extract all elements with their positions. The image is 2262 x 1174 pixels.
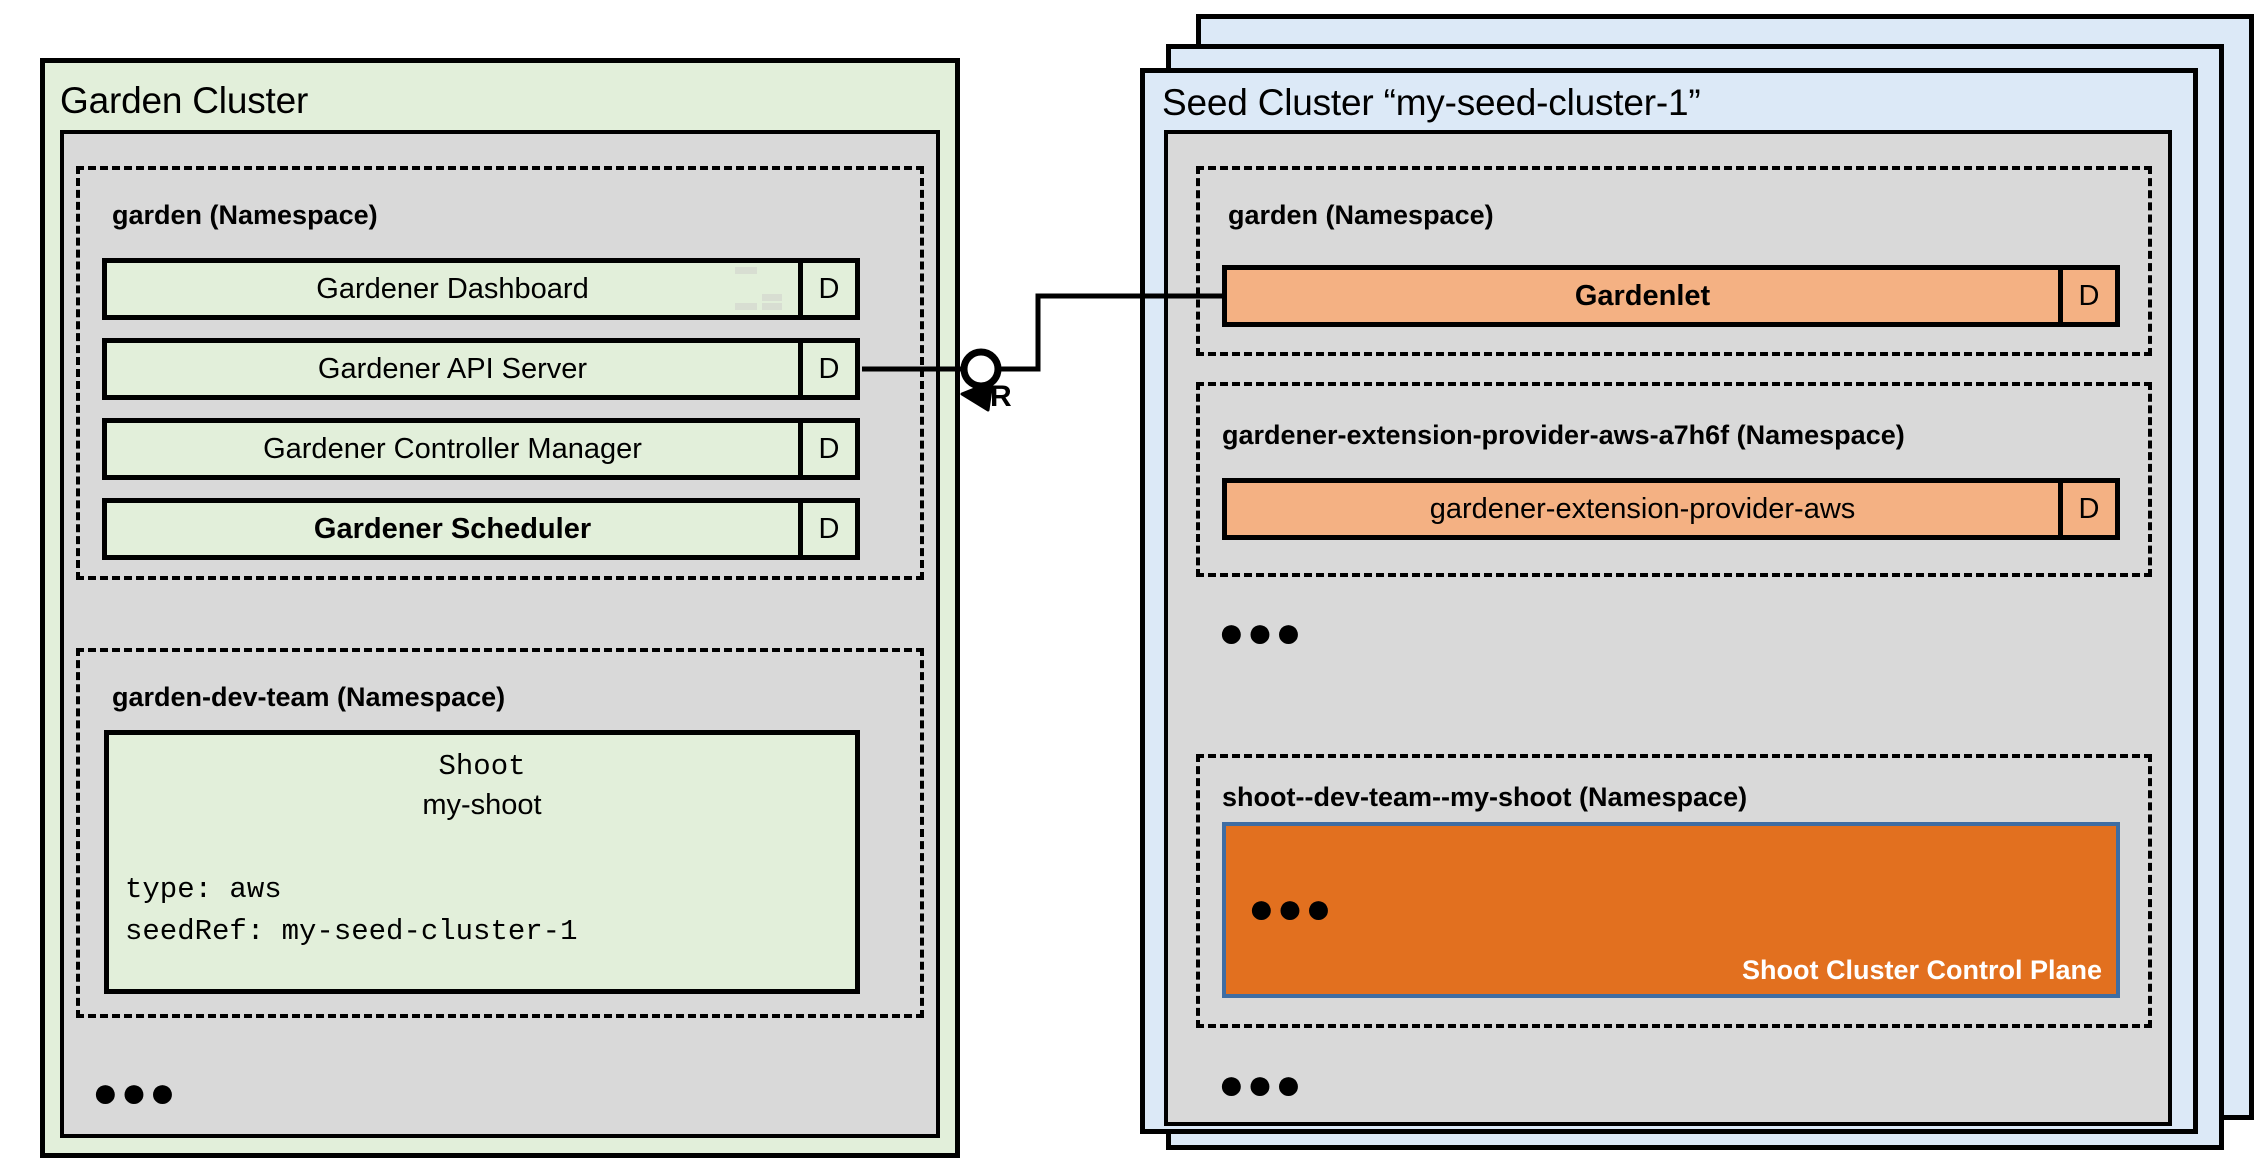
component-kind-badge: D — [798, 423, 855, 475]
seed-cluster-more-indicator-bottom: ●●● — [1218, 1060, 1304, 1109]
component-kind-badge: D — [2058, 270, 2115, 322]
garden-dev-team-namespace-label: garden-dev-team (Namespace) — [112, 682, 506, 712]
shoot-cluster-control-plane-box[interactable]: ●●● Shoot Cluster Control Plane — [1222, 822, 2120, 998]
seed-garden-namespace-label: garden (Namespace) — [1228, 200, 1494, 230]
component-label: Gardener API Server — [317, 352, 588, 385]
component-kind-badge: D — [798, 503, 855, 555]
garden-cluster-more-indicator: ●●● — [92, 1068, 178, 1117]
dashboard-artifact-mark-3 — [735, 303, 757, 310]
control-plane-more-indicator: ●●● — [1248, 884, 1334, 933]
shoot-name-label: my-shoot — [422, 789, 542, 822]
extension-provider-namespace-label: gardener-extension-provider-aws-a7h6f (N… — [1222, 420, 1905, 450]
shoot-namespace-label: shoot--dev-team--my-shoot (Namespace) — [1222, 782, 1748, 812]
component-label: Gardenlet — [1574, 279, 1711, 312]
dashboard-artifact-mark-2 — [762, 294, 782, 301]
seed-cluster-title: Seed Cluster “my-seed-cluster-1” — [1162, 82, 1701, 123]
seed-cluster-more-indicator-middle: ●●● — [1218, 608, 1304, 657]
garden-namespace-label: garden (Namespace) — [112, 200, 378, 230]
component-label: Gardener Dashboard — [316, 272, 589, 305]
control-plane-label: Shoot Cluster Control Plane — [1741, 955, 2102, 985]
component-label: Gardener Controller Manager — [263, 432, 642, 465]
garden-cluster-title: Garden Cluster — [60, 80, 309, 121]
component-gardener-api-server[interactable]: Gardener API Server D — [102, 338, 860, 400]
shoot-resource-box[interactable]: Shoot my-shoot type: aws seedRef: my-see… — [104, 730, 860, 994]
component-kind-badge: D — [798, 343, 855, 395]
seed-garden-namespace-box — [1196, 166, 2152, 356]
component-gardener-extension-provider-aws[interactable]: gardener-extension-provider-aws D — [1222, 478, 2120, 540]
component-kind-badge: D — [2058, 483, 2115, 535]
dashboard-artifact-mark-1 — [735, 267, 757, 274]
dashboard-artifact-mark-4 — [762, 303, 782, 310]
component-gardener-scheduler[interactable]: Gardener Scheduler D — [102, 498, 860, 560]
left-arrow-icon — [960, 380, 994, 412]
component-gardener-dashboard[interactable]: Gardener Dashboard D — [102, 258, 860, 320]
component-kind-badge: D — [798, 263, 855, 315]
component-gardener-controller-manager[interactable]: Gardener Controller Manager D — [102, 418, 860, 480]
component-gardenlet[interactable]: Gardenlet D — [1222, 265, 2120, 327]
connector-label: R — [990, 380, 1012, 413]
shoot-spec-type: type: aws — [125, 872, 282, 906]
shoot-kind-label: Shoot — [438, 750, 526, 783]
component-label: gardener-extension-provider-aws — [1429, 492, 1856, 525]
component-label: Gardener Scheduler — [313, 512, 592, 545]
shoot-spec-seedref: seedRef: my-seed-cluster-1 — [125, 914, 578, 948]
